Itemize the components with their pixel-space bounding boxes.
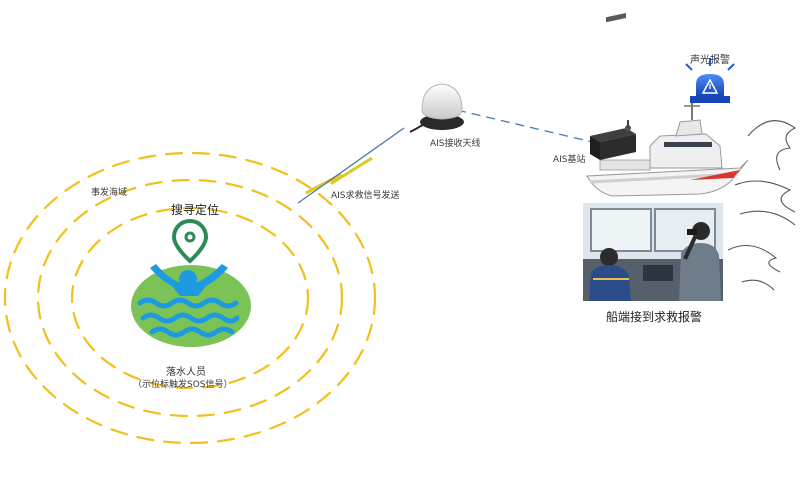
search-rings [3,151,377,445]
link-to-antenna [297,127,405,204]
person-in-water-icon [131,264,251,347]
link-antenna-to-base [456,109,606,146]
rescue-ship-icon [586,100,749,197]
bridge-crew-photo [583,203,723,301]
alarm-beacon-icon [685,58,735,103]
ais-receive-antenna-label: AIS接收天线 [430,139,481,149]
sea-sketch-lines [727,120,797,291]
person-overboard-label: 落水人员 [166,367,206,378]
search-location-label: 搜寻定位 [171,203,220,217]
ais-distress-send-label: AIS求救信号发送 [331,191,400,201]
signal-links [297,109,606,204]
ship-receives-alarm-label: 船端接到求救报警 [606,310,703,324]
ais-base-station-label: AIS基站 [553,155,586,165]
incident-area-label: 事发海域 [91,188,128,198]
search-ring-inner [70,206,310,390]
location-pin-icon [171,218,209,264]
sos-trigger-label: （示位标触发SOS信号） [133,380,233,390]
search-ring-middle [36,178,344,418]
sound-light-alarm-label: 声光报警 [690,55,730,66]
gps-antenna-icon [409,83,464,133]
ais-base-station-icon [590,12,636,160]
search-ring-outer [3,151,377,445]
lightning-bolt-icon [305,156,373,195]
